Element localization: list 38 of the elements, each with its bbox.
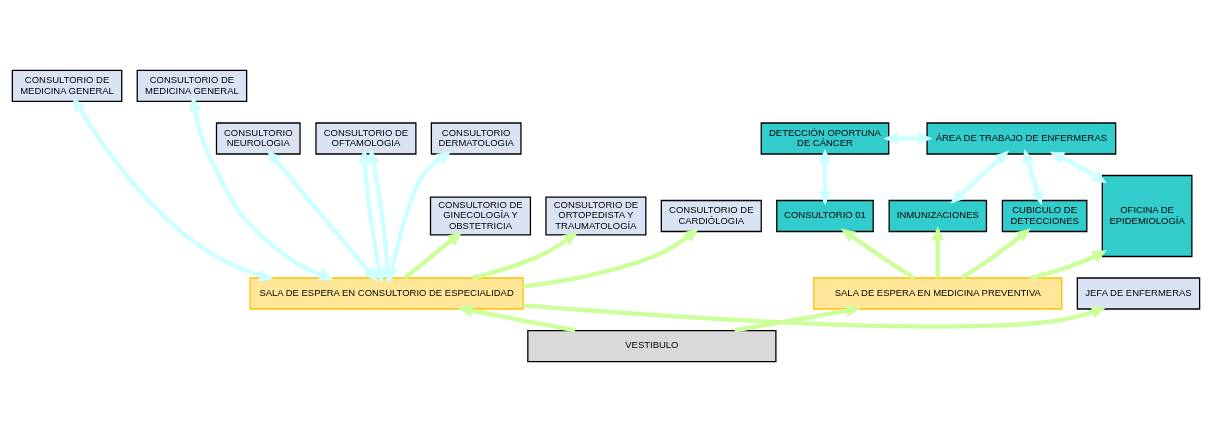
arrow [189, 96, 334, 281]
arrow [403, 231, 463, 280]
node-box: CONSULTORIO DE ORTOPEDISTA Y TRAUMATOLOGÍA [545, 196, 647, 236]
arrow [72, 97, 274, 282]
node-box: CONSULTORIO 01 [776, 199, 874, 233]
arrow [840, 228, 916, 280]
arrow [950, 150, 1010, 204]
node-box: SALA DE ESPERA EN CONSULTORIO DE ESPECIALIDAD [249, 277, 524, 310]
arrow [1030, 249, 1108, 281]
node-box: DETECCIÓN OPORTUNA DE CÁNCER [760, 122, 890, 155]
arrow [818, 148, 832, 206]
node-box: CONSULTORIO DE GINECOLOGÍA Y OBSTETRICIA [429, 196, 532, 236]
arrow [523, 228, 699, 289]
node-box: ÁREA DE TRABAJO DE ENFERMERAS [926, 122, 1117, 155]
node-box: JEFA DE ENFERMERAS [1076, 277, 1201, 310]
node-box: CONSULTORIO DE MEDICINA GENERAL [136, 69, 248, 103]
arrow [1022, 148, 1044, 206]
node-box: OFICINA DE EPIDEMIOLOGÍA [1101, 174, 1193, 258]
node-box: CONSULTORIO NEUROLOGIA [215, 122, 301, 155]
arrow [931, 226, 945, 278]
arrow [457, 304, 576, 333]
node-box: VESTIBULO [527, 329, 777, 363]
arrow [960, 228, 1031, 280]
arrow [1049, 151, 1107, 184]
arrow [385, 151, 452, 284]
node-box: SALA DE ESPERA EN MEDICINA PREVENTIVA [813, 277, 1063, 310]
node-box: CONSULTORIO DE OFTAMOLOGIA [315, 122, 417, 155]
arrow [471, 231, 578, 281]
node-box: CUBICULO DE DETECCIONES [1001, 199, 1088, 233]
arrow [523, 303, 1106, 329]
arrow [358, 148, 386, 284]
node-box: INMUNIZACIONES [888, 199, 988, 233]
node-box: CONSULTORIO DERMATOLOGIA [430, 122, 522, 155]
arrow [267, 149, 378, 283]
node-box: CONSULTORIO DE MEDICINA GENERAL [11, 69, 123, 103]
arrow [883, 132, 933, 145]
node-box: CONSULTORIO DE CARDIÓLOGIA [660, 199, 762, 233]
arrow [734, 304, 861, 333]
